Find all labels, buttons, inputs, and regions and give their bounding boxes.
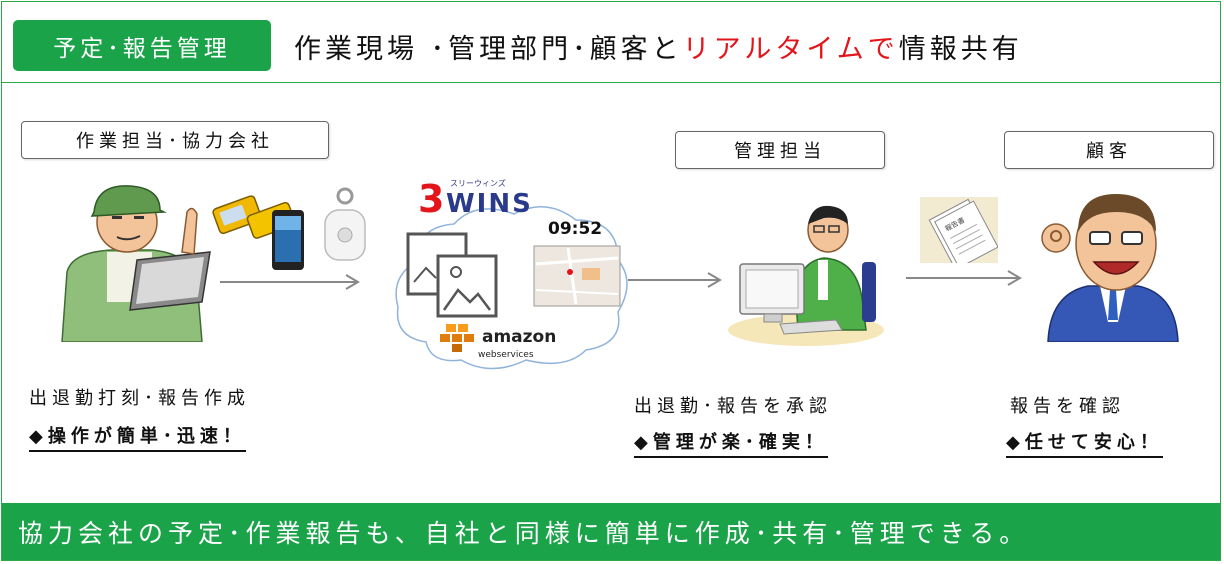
aws-sub: webservices <box>478 350 534 360</box>
worker-illustration <box>61 185 366 342</box>
manager-benefit-caption: ◆管理が楽･確実！ <box>634 428 828 458</box>
arrow-right-icon <box>906 270 1022 286</box>
smartphone-icon <box>272 210 304 270</box>
footer-banner: 協力会社の予定･作業報告も、自社と同様に簡単に作成･共有･管理できる。 <box>2 503 1220 560</box>
manager-illustration <box>728 205 884 346</box>
customer-benefit-caption: ◆任せて安心！ <box>1006 428 1163 458</box>
cloud-services: 3 WINS スリーウィンズ 09:52 am <box>395 177 628 370</box>
headline: 作業現場 ･管理部門･顧客とリアルタイムで情報共有 <box>294 27 1023 66</box>
arrow-right-icon <box>628 272 722 288</box>
aws-name: amazon <box>482 327 556 347</box>
role-customer: 顧客 <box>1004 131 1214 169</box>
headline-highlight: リアルタイムで <box>682 34 899 65</box>
brand-number: 3 <box>418 177 444 221</box>
ok-hand-icon <box>1041 223 1071 253</box>
worker-action-caption: 出退勤打刻･報告作成 <box>29 388 250 409</box>
role-manager: 管理担当 <box>675 131 885 169</box>
key-fob-icon <box>324 187 366 261</box>
customer-illustration <box>1041 194 1179 342</box>
worker-benefit-caption: ◆操作が簡単･迅速！ <box>29 422 246 452</box>
clock-readout: 09:52 <box>548 219 602 239</box>
brand-kana: スリーウィンズ <box>450 178 506 188</box>
photo-icon <box>406 232 498 318</box>
manager-action-caption: 出退勤･報告を承認 <box>634 396 832 417</box>
arrow-right-icon <box>220 274 360 290</box>
headline-text-end: 情報共有 <box>898 34 1023 65</box>
map-icon <box>533 245 621 307</box>
brand-name: WINS <box>446 189 533 219</box>
headline-text: 作業現場 ･管理部門･顧客と <box>294 34 683 65</box>
worker-cap <box>90 185 167 217</box>
manager-body <box>795 257 867 331</box>
role-worker: 作業担当･協力会社 <box>21 121 329 159</box>
header: 予定･報告管理 作業現場 ･管理部門･顧客とリアルタイムで情報共有 <box>2 2 1220 83</box>
customer-action-caption: 報告を確認 <box>1010 396 1125 417</box>
computer-icon <box>739 263 843 335</box>
section-tag: 予定･報告管理 <box>13 20 271 71</box>
report-document-icon: 報告書 <box>920 197 998 263</box>
aws-logo: amazon webservices <box>440 324 556 360</box>
